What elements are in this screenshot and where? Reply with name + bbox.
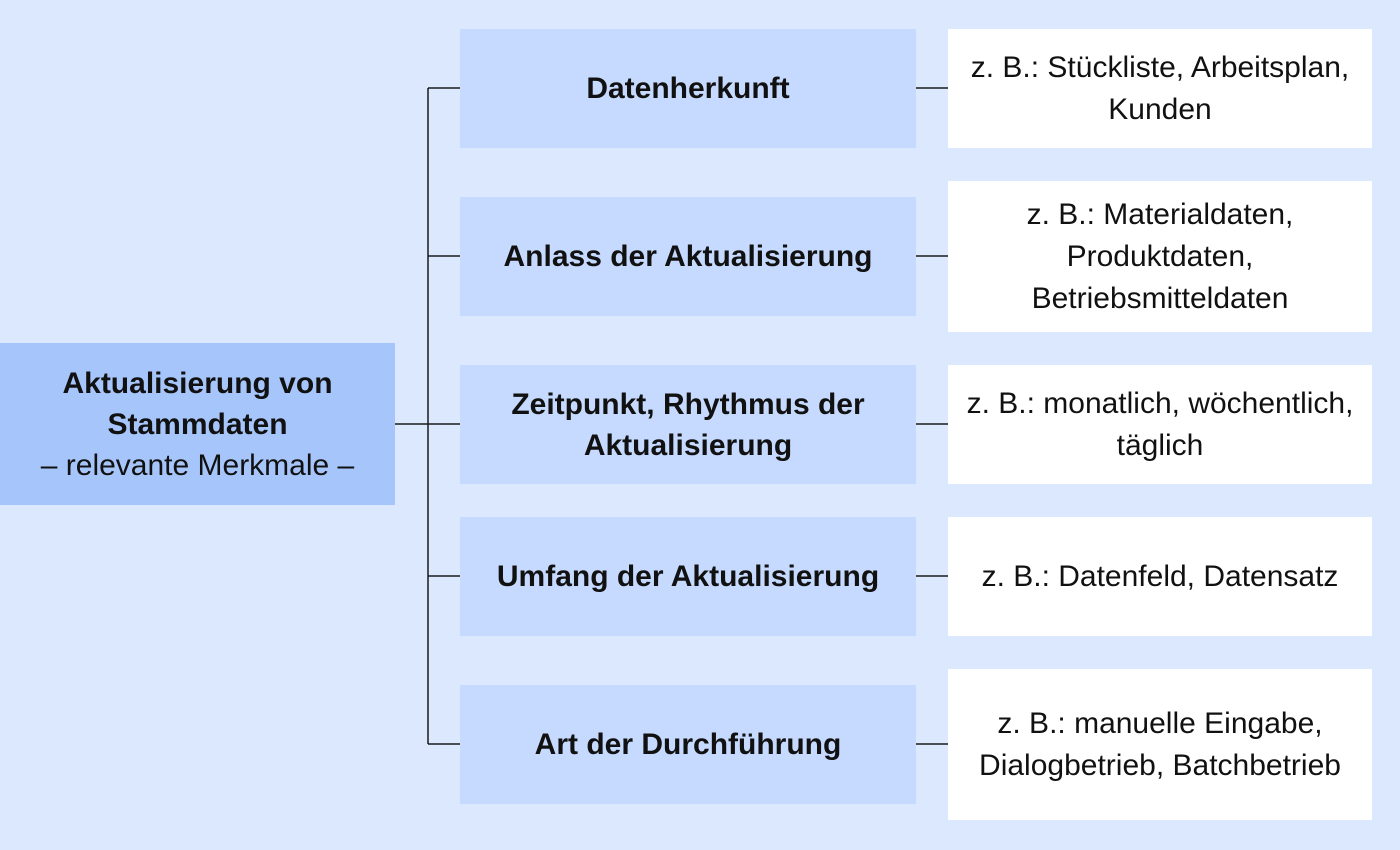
branch-node-datenherkunft: Datenherkunft bbox=[460, 29, 916, 148]
root-title: Aktualisierung von Stammdaten bbox=[62, 366, 333, 441]
example-box-art: z. B.: manuelle Eingabe, Dialogbetrieb, … bbox=[948, 669, 1372, 820]
root-node: Aktualisierung von Stammdaten – relevant… bbox=[0, 343, 395, 505]
root-subtitle: – relevante Merkmale – bbox=[40, 448, 355, 482]
branch-node-anlass: Anlass der Aktualisierung bbox=[460, 197, 916, 316]
example-box-datenherkunft: z. B.: Stückliste, Arbeitsplan, Kunden bbox=[948, 29, 1372, 148]
branch-node-umfang: Umfang der Aktualisierung bbox=[460, 517, 916, 636]
example-box-zeitpunkt: z. B.: monatlich, wöchentlich, täglich bbox=[948, 365, 1372, 484]
branch-node-art: Art der Durchführung bbox=[460, 685, 916, 804]
branch-node-zeitpunkt: Zeitpunkt, Rhythmus der Aktualisierung bbox=[460, 365, 916, 484]
example-box-umfang: z. B.: Datenfeld, Datensatz bbox=[948, 517, 1372, 636]
example-box-anlass: z. B.: Materialdaten, Produktdaten, Betr… bbox=[948, 181, 1372, 332]
